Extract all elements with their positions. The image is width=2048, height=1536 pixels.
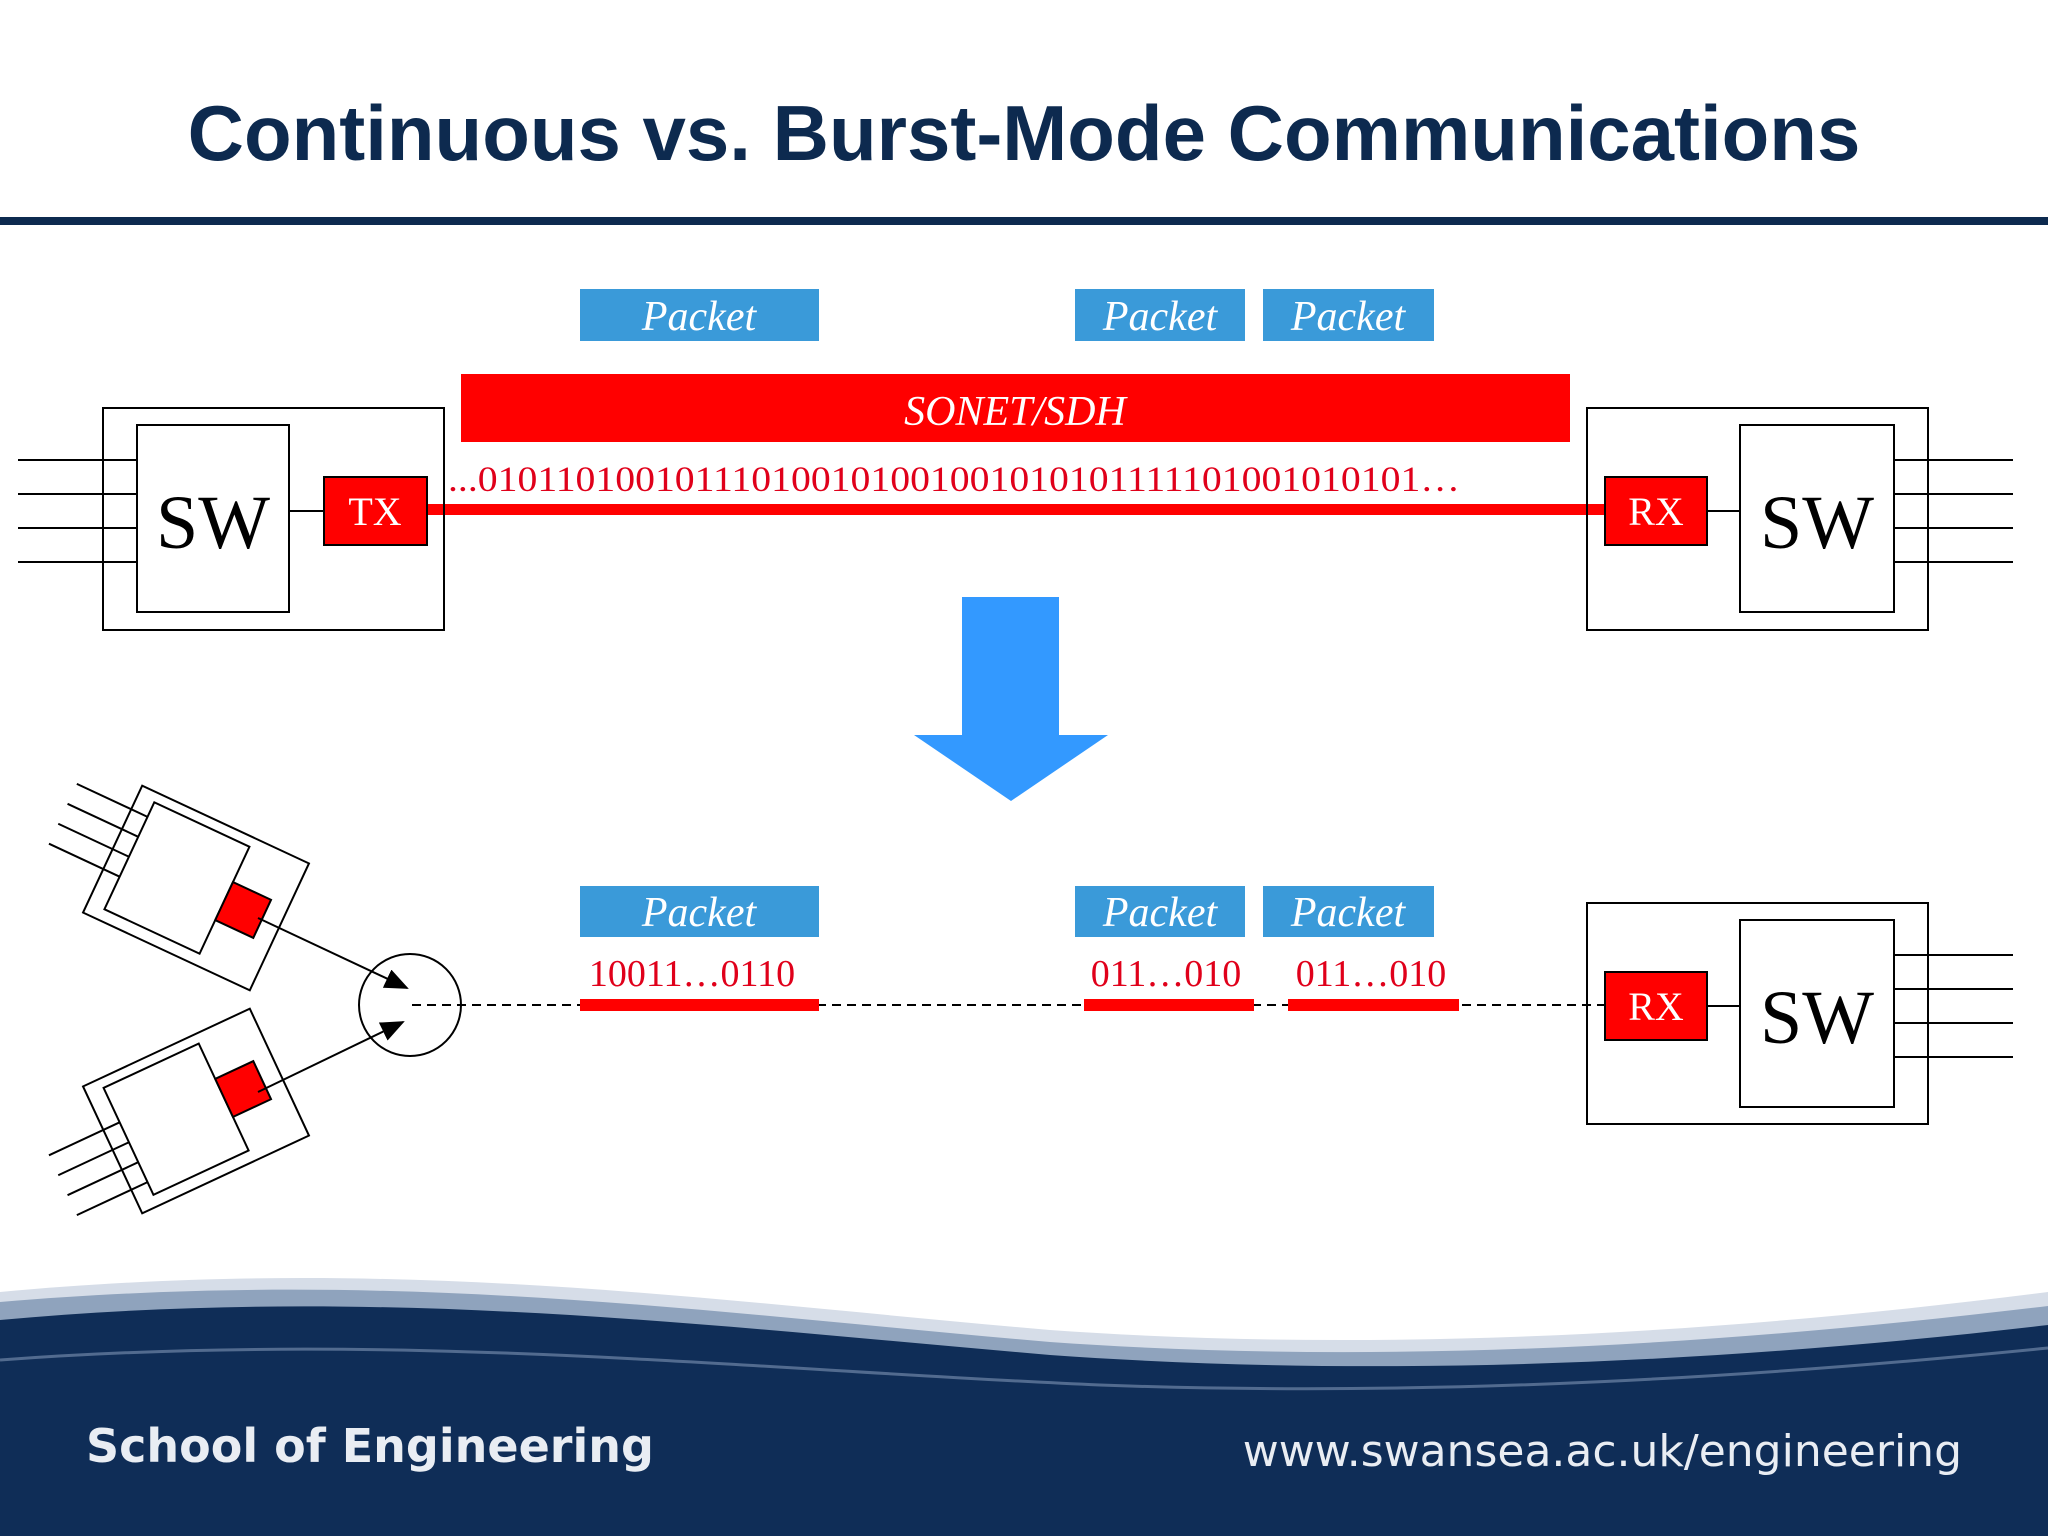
- packet-label: Packet: [641, 294, 758, 340]
- arrow-to-coupler: [257, 1021, 405, 1093]
- bitstream-text: ...0101101001011101001010010010101011111…: [448, 459, 1460, 499]
- packet-box: Packet: [1263, 886, 1434, 937]
- packet-box: Packet: [580, 289, 819, 341]
- left-switch-node: SW TX: [18, 407, 445, 631]
- rx-block: [1604, 971, 1708, 1041]
- right-switch-node: RX SW: [1586, 407, 2013, 631]
- footer-band: [0, 1278, 2048, 1536]
- rx-block: [1604, 476, 1708, 546]
- sonet-sdh-bar: [461, 374, 1570, 442]
- burst-transmitter-node: [48, 782, 311, 992]
- rx-label: RX: [1628, 984, 1684, 1029]
- burst-bar: [580, 999, 819, 1011]
- burst-bits-label: 011…010: [1091, 953, 1242, 995]
- switch-label: SW: [1760, 481, 1874, 565]
- burst-transmitter-node: [48, 1007, 311, 1217]
- burst-bits-label: 10011…0110: [589, 953, 795, 995]
- down-arrow-icon: [914, 597, 1108, 801]
- tx-block: [213, 1059, 273, 1119]
- arrow-to-coupler: [257, 917, 409, 989]
- packet-label: Packet: [1102, 890, 1219, 936]
- burst-section: Packet Packet Packet 10011…0110 011…010 …: [48, 782, 2013, 1217]
- tx-block: [213, 880, 273, 940]
- title-divider: [0, 217, 2048, 225]
- packet-label: Packet: [1290, 294, 1407, 340]
- continuous-section: Packet Packet Packet SONET/SDH ...010110…: [18, 289, 2013, 631]
- packet-label: Packet: [641, 890, 758, 936]
- sonet-sdh-label: SONET/SDH: [904, 389, 1128, 435]
- switch-label: SW: [1760, 976, 1874, 1060]
- packet-box: Packet: [1075, 289, 1245, 341]
- burst-receiver-node: RX SW: [1586, 902, 2013, 1125]
- tx-label: TX: [348, 489, 401, 534]
- burst-bar: [1084, 999, 1254, 1011]
- packet-box: Packet: [1263, 289, 1434, 341]
- continuous-link: [427, 504, 1605, 515]
- packet-box: Packet: [580, 886, 819, 937]
- packet-label: Packet: [1102, 294, 1219, 340]
- rx-label: RX: [1628, 489, 1684, 534]
- packet-label: Packet: [1290, 890, 1407, 936]
- switch-label: SW: [156, 481, 270, 565]
- burst-bits-label: 011…010: [1296, 953, 1447, 995]
- footer-school-name: School of Engineering: [86, 1419, 654, 1473]
- tx-block: [323, 476, 428, 546]
- burst-bar: [1288, 999, 1459, 1011]
- coupler-circle: [358, 953, 462, 1057]
- footer-url[interactable]: www.swansea.ac.uk/engineering: [1243, 1426, 1962, 1477]
- slide-title: Continuous vs. Burst-Mode Communications: [188, 89, 1861, 177]
- packet-box: Packet: [1075, 886, 1245, 937]
